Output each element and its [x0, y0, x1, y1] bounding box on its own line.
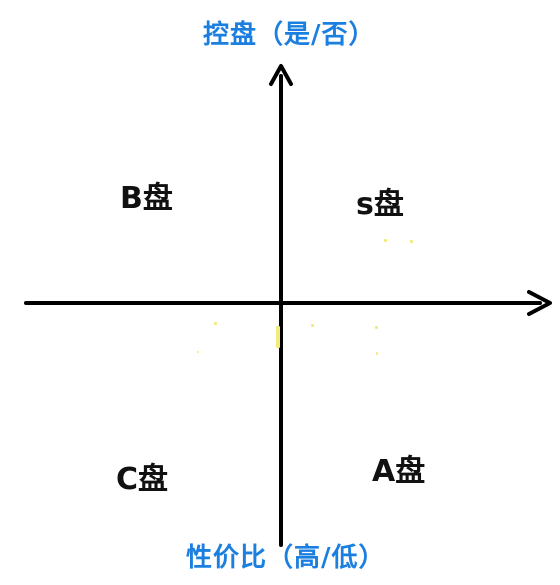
quadrant-top-right-label: s盘 [356, 187, 404, 222]
vertical-axis-label: 控盘（是/否） [203, 20, 376, 50]
artifact-speck [384, 239, 387, 242]
artifact-speck [276, 326, 280, 348]
artifact-speck [197, 351, 199, 353]
quadrant-bottom-left-label: C盘 [116, 462, 169, 497]
artifact-speck [375, 326, 378, 329]
quadrant-bottom-right-label: A盘 [372, 454, 426, 489]
horizontal-axis-label: 性价比（高/低） [186, 543, 386, 573]
artifact-speck [311, 324, 314, 327]
vertical-axis-arrowhead [269, 64, 293, 86]
artifact-speck [410, 240, 413, 243]
artifact-speck [214, 322, 217, 325]
artifact-speck [376, 352, 378, 355]
quadrant-top-left-label: B盘 [120, 181, 173, 216]
horizontal-axis-arrowhead [527, 290, 552, 316]
